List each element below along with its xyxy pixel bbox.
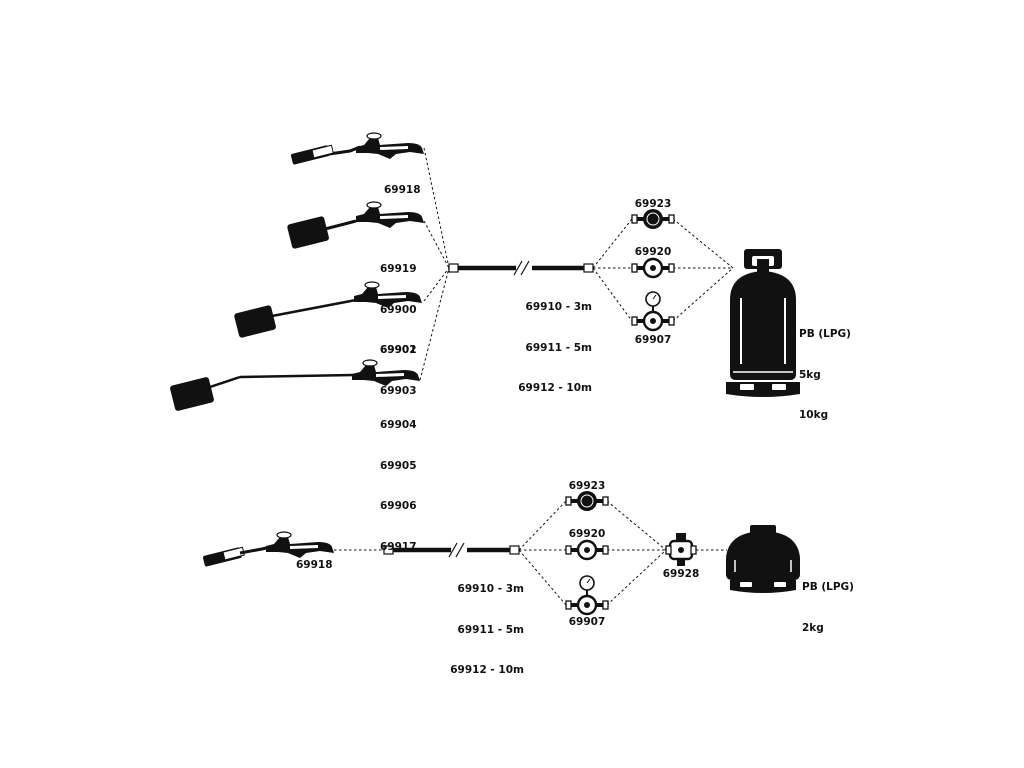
top-torch-69918	[290, 132, 425, 165]
top-torch-4-code-3: 69906	[380, 500, 417, 512]
bottom-cylinder	[726, 525, 800, 593]
top-torch-2-code-3: 69901	[380, 344, 417, 356]
top-regulator-2-code: 69920	[634, 246, 672, 258]
top-regulator-lines	[592, 218, 734, 322]
top-hose-codes: 69910 - 3m 69911 - 5m 69912 - 10m	[500, 274, 592, 409]
top-torch-2-code-2: 69900	[380, 303, 417, 316]
top-cylinder-size-2: 10kg	[799, 409, 829, 421]
bottom-regulator-3-code: 69907	[568, 616, 606, 628]
top-connector-lines	[419, 147, 450, 381]
bottom-hose-code-2: 69911 - 5m	[457, 623, 524, 636]
bottom-regulator-lines	[518, 500, 727, 606]
top-hose-code-1: 69910 - 3m	[525, 301, 592, 313]
bottom-regulator-69907	[564, 574, 610, 616]
bottom-regulator-69920	[564, 539, 610, 561]
bottom-cylinder-gas-type: PB (LPG)	[802, 581, 854, 593]
top-torch-3-code-1: 69902	[380, 344, 417, 356]
top-regulator-3-code: 69907	[634, 334, 672, 346]
top-torch-4-code-1: 69904	[380, 419, 417, 431]
bottom-hose	[383, 542, 520, 558]
top-torch-69904	[170, 359, 421, 411]
bottom-cylinder-size: 2kg	[802, 621, 824, 634]
bottom-torch-69918	[202, 531, 335, 567]
top-torch-1-codes: 69918	[384, 157, 421, 211]
bottom-hose-code-1: 69910 - 3m	[457, 583, 524, 595]
bottom-hose-code-3: 69912 - 10m	[450, 664, 524, 676]
top-torch-69919	[287, 201, 425, 249]
top-torch-2-code-1: 69919	[380, 263, 417, 275]
bottom-hose-codes: 69910 - 3m 69911 - 5m 69912 - 10m	[432, 556, 524, 691]
top-torch-3-codes: 69902 69903	[380, 317, 417, 412]
top-hose	[448, 260, 594, 276]
top-torch-4-code-4: 69917	[380, 540, 417, 553]
bottom-adapter-69928	[665, 533, 697, 566]
top-torch-69902	[234, 281, 423, 338]
top-regulator-69920	[630, 257, 676, 279]
top-cylinder	[726, 249, 800, 397]
top-torch-1-code-1: 69918	[384, 184, 421, 196]
top-regulator-69923	[631, 208, 675, 230]
top-cylinder-size-1: 5kg	[799, 368, 821, 381]
top-hose-code-2: 69911 - 5m	[525, 341, 592, 354]
bottom-cylinder-label: PB (LPG) 2kg	[802, 554, 854, 649]
top-cylinder-label: PB (LPG) 5kg 10kg	[799, 301, 851, 436]
top-hose-code-3: 69912 - 10m	[518, 382, 592, 394]
top-torch-3-code-2: 69903	[380, 384, 417, 397]
top-regulator-1-code: 69923	[634, 198, 672, 210]
bottom-regulator-69923	[565, 490, 609, 512]
top-torch-4-codes: 69904 69905 69906 69917	[380, 392, 417, 568]
bottom-regulator-1-code: 69923	[568, 480, 606, 492]
bottom-regulator-2-code: 69920	[568, 528, 606, 540]
top-cylinder-gas-type: PB (LPG)	[799, 328, 851, 340]
top-torch-2-codes: 69919 69900 69901	[380, 236, 417, 371]
bottom-adapter-code: 69928	[662, 568, 700, 580]
top-torch-4-code-2: 69905	[380, 459, 417, 472]
top-regulator-69907	[630, 290, 676, 332]
bottom-torch-code: 69918	[296, 559, 333, 571]
